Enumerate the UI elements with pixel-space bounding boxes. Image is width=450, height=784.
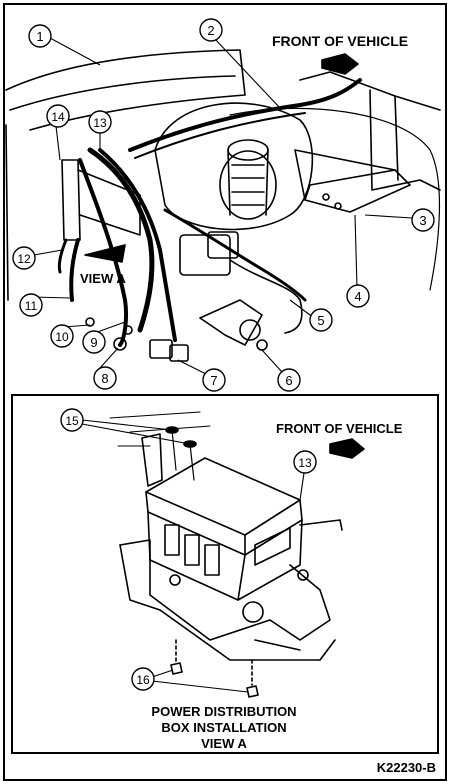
callout-7: 7 <box>202 368 226 392</box>
svg-text:6: 6 <box>285 373 292 388</box>
callout-3: 3 <box>411 208 435 232</box>
callout-4: 4 <box>346 284 370 308</box>
callout-10: 10 <box>50 324 74 348</box>
callout-11: 11 <box>19 293 43 317</box>
callout-15: 15 <box>60 408 84 432</box>
top-leader-lines <box>31 37 413 375</box>
callout-13: 13 <box>88 110 112 134</box>
svg-text:3: 3 <box>419 213 426 228</box>
callout-6: 6 <box>277 368 301 392</box>
svg-text:2: 2 <box>207 23 214 38</box>
callout-16: 16 <box>131 667 155 691</box>
svg-text:15: 15 <box>65 414 79 428</box>
svg-text:9: 9 <box>90 335 97 350</box>
svg-text:14: 14 <box>51 110 65 124</box>
svg-text:1: 1 <box>36 29 43 44</box>
svg-text:8: 8 <box>101 371 108 386</box>
top-front-of-vehicle-label: FRONT OF VEHICLE <box>272 33 408 49</box>
power-distribution-box-illustration <box>109 411 365 698</box>
callout-5: 5 <box>309 308 333 332</box>
svg-text:13: 13 <box>93 116 107 130</box>
svg-text:13: 13 <box>298 456 312 470</box>
inset-callouts: 15 13 16 <box>60 408 317 691</box>
svg-text:5: 5 <box>317 313 324 328</box>
inset-caption-line-1: POWER DISTRIBUTION <box>151 704 296 719</box>
callout-12: 12 <box>12 246 36 270</box>
svg-text:4: 4 <box>354 289 361 304</box>
callout-1: 1 <box>28 24 52 48</box>
callout-14: 14 <box>46 104 70 128</box>
inset-leader-lines <box>81 419 305 693</box>
inset-front-of-vehicle-label: FRONT OF VEHICLE <box>276 421 403 436</box>
callout-9: 9 <box>82 330 106 354</box>
svg-text:16: 16 <box>136 673 150 687</box>
engine-compartment-illustration <box>5 49 441 362</box>
top-callouts: 1 2 3 4 5 6 7 8 9 10 11 12 13 14 <box>12 18 435 392</box>
svg-text:12: 12 <box>17 252 31 266</box>
inset-caption-line-2: BOX INSTALLATION <box>161 720 286 735</box>
callout-13-inset: 13 <box>293 450 317 474</box>
inset-frame <box>11 394 439 754</box>
svg-text:10: 10 <box>55 330 69 344</box>
callout-2: 2 <box>199 18 223 42</box>
svg-text:11: 11 <box>25 299 38 313</box>
svg-text:7: 7 <box>210 373 217 388</box>
figure-id: K22230-B <box>377 760 436 775</box>
inset-caption-line-3: VIEW A <box>201 736 247 751</box>
outer-frame <box>3 3 447 781</box>
view-a-label: VIEW A <box>80 271 126 286</box>
callout-8: 8 <box>93 366 117 390</box>
